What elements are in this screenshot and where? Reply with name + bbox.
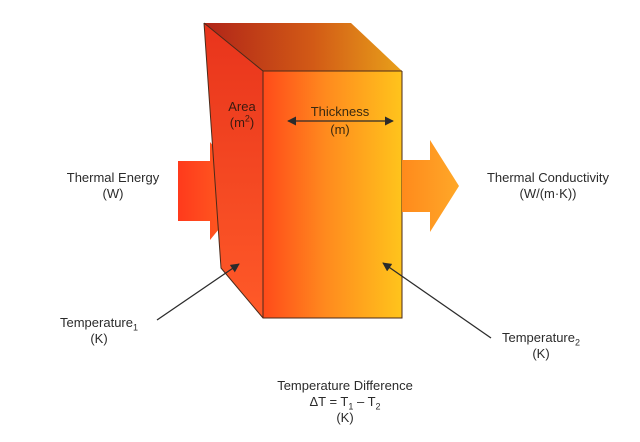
thermal-conductivity-arrow [402,140,459,232]
thermal-energy-name: Thermal Energy [66,170,160,185]
thermal-conductivity-unit: (W/(m·K)) [519,186,577,201]
block-front-face [263,71,402,318]
temperature1-pointer [156,263,240,321]
temperature2-pointer [382,262,492,339]
thickness-label-unit: (m) [330,122,350,137]
temperature1-label: Temperature1 (K) [46,315,152,347]
area-label-unit: (m2) [229,113,255,130]
thickness-label: Thickness (m) [290,104,390,138]
temperature1-name: Temperature1 [60,315,138,333]
temperature2-unit: (K) [532,346,550,361]
temperature1-unit: (K) [90,331,108,346]
block-top-face [204,23,402,71]
temperature-difference-unit: (K) [336,410,354,425]
thermal-energy-unit: (W) [102,186,124,201]
temperature2-name: Temperature2 [502,330,580,348]
thermal-conductivity-name: Thermal Conductivity [486,170,610,185]
area-label: Area (m2) [219,99,265,131]
area-label-name: Area [228,99,256,114]
temperature-difference-formula: ΔT = T1 – T2 [309,394,381,412]
temperature-difference-label: Temperature Difference ΔT = T1 – T2 (K) [250,378,440,426]
block-side-face [204,23,263,318]
temperature-difference-name: Temperature Difference [277,378,413,393]
thickness-label-name: Thickness [310,104,370,119]
thermal-energy-label: Thermal Energy (W) [48,170,178,202]
temperature2-label: Temperature2 (K) [488,330,594,362]
thermal-conductivity-label: Thermal Conductivity (W/(m·K)) [466,170,630,202]
block-outline [203,22,403,319]
thermal-energy-arrow [178,142,250,240]
